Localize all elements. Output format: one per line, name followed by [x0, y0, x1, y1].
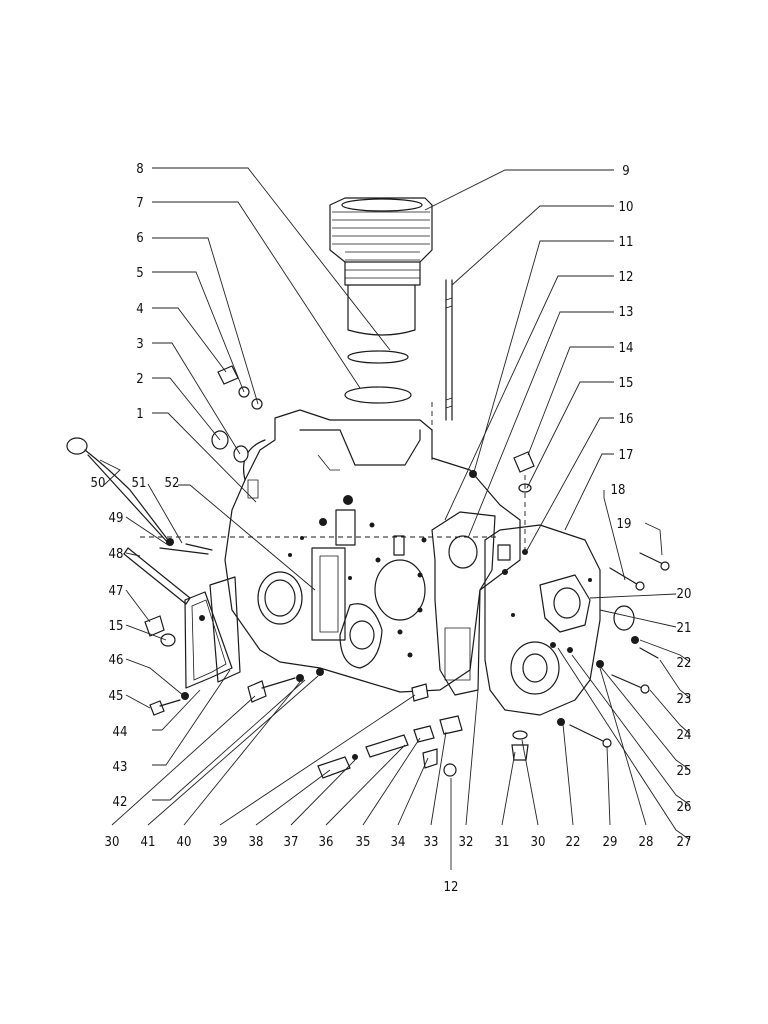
callout-20: 20: [677, 587, 692, 602]
fasteners: [144, 365, 670, 779]
callout-36: 36: [319, 835, 334, 850]
cylinder-stud: [445, 279, 453, 421]
callout-34: 34: [391, 835, 406, 850]
callout-15a: 15: [619, 376, 634, 391]
leader-lines: [99, 167, 691, 870]
side-cover: [184, 576, 241, 689]
guide-pin: [123, 547, 191, 605]
callout-30a: 30: [531, 835, 546, 850]
callout-12a: 12: [619, 270, 634, 285]
callout-7: 7: [136, 196, 143, 211]
gasket-ring-lower: [344, 386, 412, 404]
callout-21: 21: [677, 621, 692, 636]
callout-18: 18: [611, 483, 626, 498]
callout-44: 44: [113, 725, 128, 740]
callout-29: 29: [603, 835, 618, 850]
callout-41: 41: [141, 835, 156, 850]
callout-32: 32: [459, 835, 474, 850]
callout-5: 5: [136, 266, 143, 281]
callout-14: 14: [619, 341, 634, 356]
callout-38: 38: [249, 835, 264, 850]
callout-37: 37: [284, 835, 299, 850]
callout-30b: 30: [105, 835, 120, 850]
cylinder-barrel: [329, 197, 433, 336]
callout-28: 28: [639, 835, 654, 850]
callout-17: 17: [619, 448, 634, 463]
callout-26: 26: [677, 800, 692, 815]
callout-22b: 22: [566, 835, 581, 850]
callout-39: 39: [213, 835, 228, 850]
callout-2: 2: [136, 372, 143, 387]
callout-3: 3: [136, 337, 143, 352]
callout-1: 1: [136, 407, 143, 422]
callout-49: 49: [109, 511, 124, 526]
callout-45: 45: [109, 689, 124, 704]
callout-25: 25: [677, 764, 692, 779]
callout-40: 40: [177, 835, 192, 850]
callout-9: 9: [622, 164, 629, 179]
callout-27: 27: [677, 835, 692, 850]
callout-43: 43: [113, 760, 128, 775]
callout-13: 13: [619, 305, 634, 320]
callout-31: 31: [495, 835, 510, 850]
callout-47: 47: [109, 584, 124, 599]
callout-11: 11: [619, 235, 634, 250]
callout-12b: 12: [444, 880, 459, 895]
callout-8: 8: [136, 162, 143, 177]
callout-15b: 15: [109, 619, 124, 634]
dipstick: [66, 437, 174, 546]
callout-48: 48: [109, 547, 124, 562]
callout-33: 33: [424, 835, 439, 850]
callout-52: 52: [165, 476, 180, 491]
callout-35: 35: [356, 835, 371, 850]
callout-10: 10: [619, 200, 634, 215]
callout-46: 46: [109, 653, 124, 668]
callout-51: 51: [132, 476, 147, 491]
gasket-ring-upper: [347, 350, 409, 364]
callout-50: 50: [91, 476, 106, 491]
engine-illustration: [66, 197, 670, 779]
callout-19: 19: [617, 517, 632, 532]
callout-6: 6: [136, 231, 143, 246]
callout-16: 16: [619, 412, 634, 427]
callout-42: 42: [113, 795, 128, 810]
callout-22a: 22: [677, 656, 692, 671]
callout-24: 24: [677, 728, 692, 743]
timing-cover: [484, 524, 601, 716]
callout-4: 4: [136, 302, 143, 317]
callout-23: 23: [677, 692, 692, 707]
